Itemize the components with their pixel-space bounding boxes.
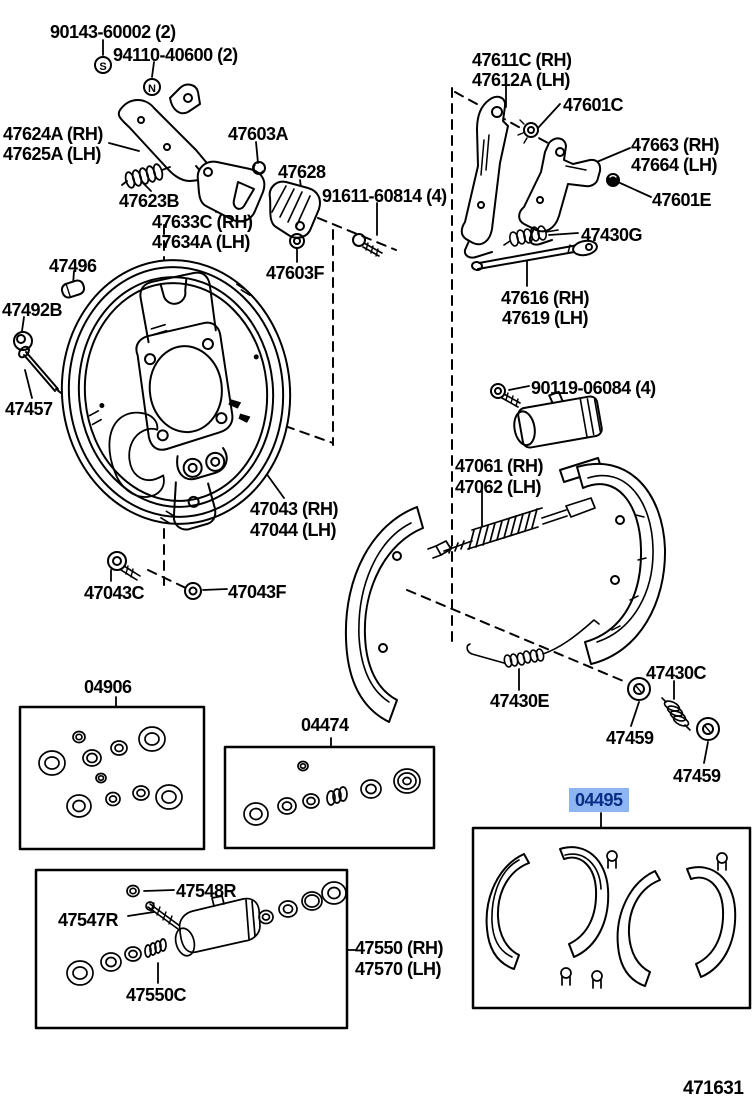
kit-label-04906[interactable]: 04906 — [84, 677, 132, 697]
ring-47603a-drawing — [252, 161, 266, 175]
part-label-47663-rh[interactable]: 47663 (RH) — [631, 135, 720, 155]
adjuster-47061-drawing — [427, 497, 596, 559]
part-label-47570-lh[interactable]: 47570 (LH) — [355, 959, 442, 979]
bolt-47043c-drawing — [107, 551, 141, 581]
lever-47663-drawing — [518, 137, 602, 246]
part-label-47459-second[interactable]: 47459 — [673, 766, 721, 786]
part-label-90119-06084[interactable]: 90119-06084 (4) — [531, 378, 656, 398]
part-label-47633c-rh[interactable]: 47633C (RH) — [152, 212, 253, 232]
kit-label-04474[interactable]: 04474 — [301, 715, 349, 735]
grommet-47601c-drawing — [517, 119, 539, 144]
strut-47628-drawing — [268, 180, 321, 239]
part-label-47601e[interactable]: 47601E — [652, 190, 712, 210]
part-label-47430e[interactable]: 47430E — [490, 691, 550, 711]
bolt-91611-drawing — [352, 233, 383, 257]
part-label-47634a-lh[interactable]: 47634A (LH) — [152, 232, 250, 252]
fastener-symbol-n: N — [143, 78, 161, 96]
part-label-47550-rh[interactable]: 47550 (RH) — [355, 938, 444, 958]
nut-47601e-drawing — [606, 173, 620, 187]
part-label-47548r[interactable]: 47548R — [176, 881, 237, 901]
part-label-47616-rh[interactable]: 47616 (RH) — [501, 288, 590, 308]
part-label-47623b[interactable]: 47623B — [119, 191, 180, 211]
part-label-47457[interactable]: 47457 — [5, 399, 53, 419]
kit-box-04495 — [471, 826, 752, 1010]
part-label-90143-60002[interactable]: 90143-60002 (2) — [50, 22, 176, 42]
part-label-47625a-lh[interactable]: 47625A (LH) — [3, 144, 101, 164]
part-label-47611c-rh[interactable]: 47611C (RH) — [472, 50, 572, 70]
kit-box-47550 — [34, 868, 349, 1030]
part-label-47496[interactable]: 47496 — [49, 256, 97, 276]
brake-shoe-left-drawing — [344, 506, 424, 723]
part-label-47043f[interactable]: 47043F — [228, 582, 287, 602]
spring-47623b-drawing — [121, 163, 171, 189]
part-label-47550c[interactable]: 47550C — [126, 985, 187, 1005]
kit-box-04906 — [18, 705, 206, 851]
plug-47496-drawing — [60, 279, 86, 299]
nut-47603f-drawing — [289, 233, 305, 249]
figure-number: 471631 — [683, 1078, 744, 1099]
fastener-symbol-s: S — [94, 56, 112, 74]
strut-47633-drawing — [196, 160, 266, 223]
part-label-47061-rh[interactable]: 47061 (RH) — [455, 456, 544, 476]
part-label-47603a[interactable]: 47603A — [228, 124, 289, 144]
pin-47457-drawing — [18, 345, 62, 394]
ring-47492b-drawing — [13, 331, 33, 351]
bolt-90119-drawing — [490, 383, 521, 408]
brake-shoe-right-drawing — [559, 457, 667, 665]
part-label-47430c[interactable]: 47430C — [646, 663, 707, 683]
part-label-91611-60814[interactable]: 91611-60814 (4) — [322, 186, 447, 206]
kit-box-04474 — [223, 745, 436, 850]
part-label-47601c[interactable]: 47601C — [563, 95, 624, 115]
grommet-47459b-drawing — [696, 717, 720, 741]
lever-47624-drawing — [117, 83, 210, 182]
part-label-47612a-lh[interactable]: 47612A (LH) — [472, 70, 570, 90]
construction-line-shoe-to-grommet — [406, 589, 629, 684]
part-label-47547r[interactable]: 47547R — [58, 910, 119, 930]
part-label-47619-lh[interactable]: 47619 (LH) — [502, 308, 589, 328]
part-label-47664-lh[interactable]: 47664 (LH) — [631, 155, 718, 175]
strut-rod-47616-drawing — [471, 239, 598, 272]
leader-lines — [21, 39, 709, 984]
backing-plate-drawing — [60, 259, 292, 531]
kit-label-04495-highlighted[interactable]: 04495 — [569, 788, 629, 812]
grommet-47459a-drawing — [627, 677, 651, 701]
part-label-47043c[interactable]: 47043C — [84, 583, 145, 603]
part-label-47044-lh[interactable]: 47044 (LH) — [250, 520, 337, 540]
wheel-cylinder-drawing — [513, 390, 603, 449]
part-label-47062-lh[interactable]: 47062 (LH) — [455, 477, 542, 497]
part-label-47492b[interactable]: 47492B — [2, 300, 63, 320]
part-label-47624a-rh[interactable]: 47624A (RH) — [3, 124, 103, 144]
spring-47430c-drawing — [661, 697, 691, 731]
spring-47430g-drawing — [503, 225, 559, 247]
spring-47430e-drawing — [466, 619, 600, 668]
part-label-47459-first[interactable]: 47459 — [606, 728, 654, 748]
part-label-47043-rh[interactable]: 47043 (RH) — [250, 499, 339, 519]
part-label-47628[interactable]: 47628 — [278, 162, 326, 182]
part-label-47603f[interactable]: 47603F — [266, 263, 325, 283]
part-label-47430g[interactable]: 47430G — [581, 225, 643, 245]
part-label-94110-40600[interactable]: 94110-40600 (2) — [113, 45, 238, 65]
lever-47611-drawing — [460, 95, 509, 259]
nut-47043f-drawing — [184, 582, 202, 600]
